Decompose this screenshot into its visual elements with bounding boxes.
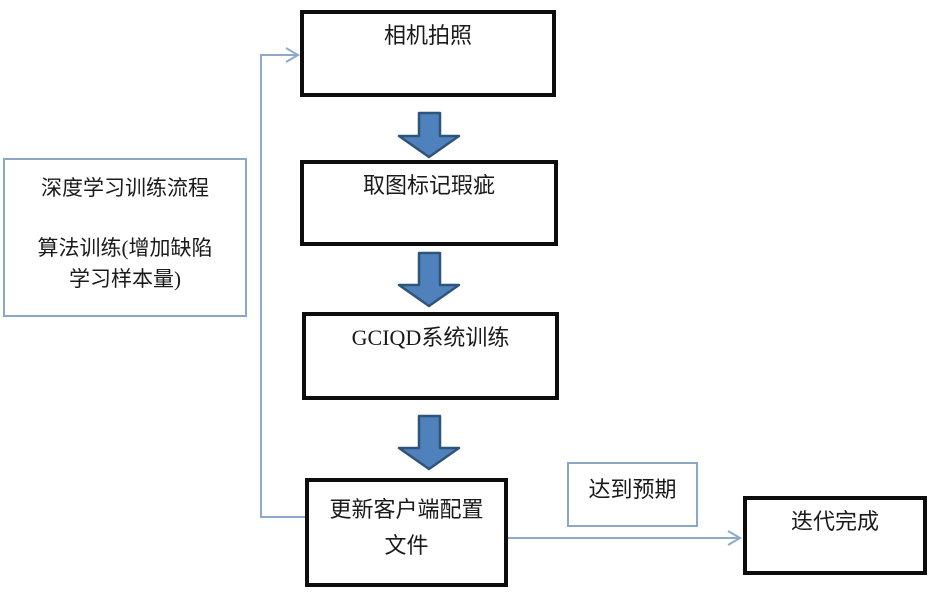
down-block-arrow-3: [397, 414, 461, 471]
expected-connector-arrow: [508, 530, 742, 546]
node-mark-defects: 取图标记瑕疵: [300, 160, 558, 246]
edge-label-expected: 达到预期: [567, 462, 698, 527]
down-block-arrow-2: [397, 251, 461, 308]
node-gciqd-training-label: GCIQD系统训练: [351, 325, 510, 350]
node-mark-defects-label: 取图标记瑕疵: [362, 173, 495, 198]
node-camera-capture: 相机拍照: [300, 10, 556, 97]
down-block-arrow-1: [397, 111, 461, 159]
node-iteration-done-label: 迭代完成: [790, 509, 879, 534]
side-panel-title: 深度学习训练流程: [41, 176, 209, 200]
node-update-config: 更新客户端配置 文件: [305, 478, 508, 587]
feedback-connector: [260, 47, 305, 518]
node-camera-capture-label: 相机拍照: [383, 23, 472, 48]
side-panel-line1: 算法训练(增加缺陷: [37, 236, 213, 260]
node-update-config-line2: 文件: [384, 533, 429, 559]
node-iteration-done: 迭代完成: [743, 496, 927, 575]
edge-label-expected-text: 达到预期: [588, 477, 677, 502]
side-panel-training-process: 深度学习训练流程 算法训练(增加缺陷 学习样本量): [3, 158, 247, 317]
node-update-config-line1: 更新客户端配置: [329, 497, 484, 522]
node-gciqd-training: GCIQD系统训练: [302, 312, 559, 400]
side-panel-line2: 学习样本量): [69, 267, 181, 291]
